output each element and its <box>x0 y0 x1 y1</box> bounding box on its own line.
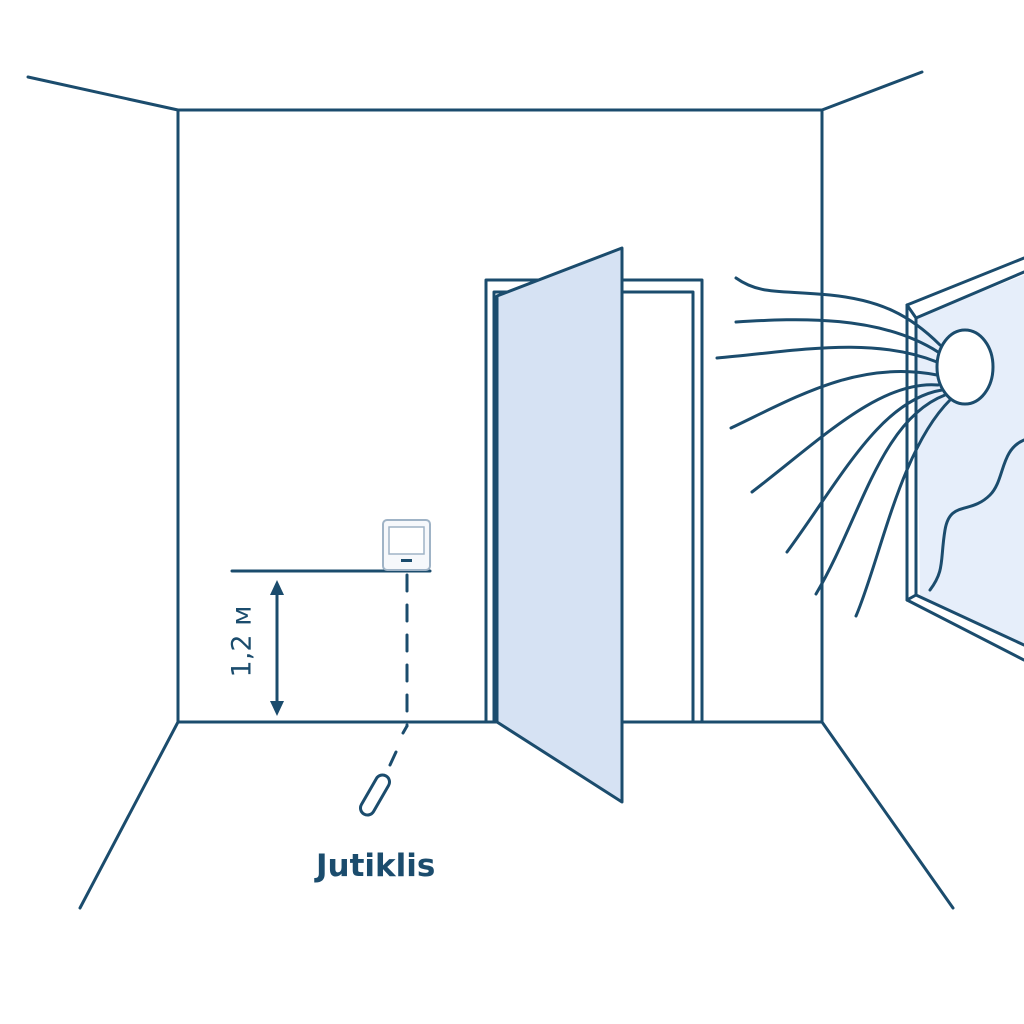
sun-rays <box>715 276 952 618</box>
thermostat-screen <box>388 526 425 555</box>
door-leaf <box>495 246 624 804</box>
sensor-probe-icon <box>359 773 391 817</box>
sensor-cable <box>359 573 409 817</box>
height-dimension <box>270 580 284 716</box>
thermostat-button <box>401 559 412 562</box>
window <box>905 256 1024 662</box>
arrow-up-icon <box>270 580 284 595</box>
ceiling-edge-right <box>820 70 924 112</box>
thermostat <box>230 519 432 573</box>
floor-edge-left <box>78 720 180 910</box>
sensor-label: Jutiklis <box>316 848 436 884</box>
arrow-down-icon <box>270 701 284 716</box>
height-label: 1,2 м <box>226 605 258 678</box>
landscape-line <box>928 438 1024 592</box>
sun-icon <box>935 328 995 406</box>
door <box>484 246 704 804</box>
floor-edge-right <box>820 720 955 910</box>
room-walls <box>26 70 955 910</box>
window-frame-outer <box>905 256 1024 662</box>
window-frame-inner <box>914 270 1024 647</box>
ceiling-edge-left <box>26 75 180 112</box>
